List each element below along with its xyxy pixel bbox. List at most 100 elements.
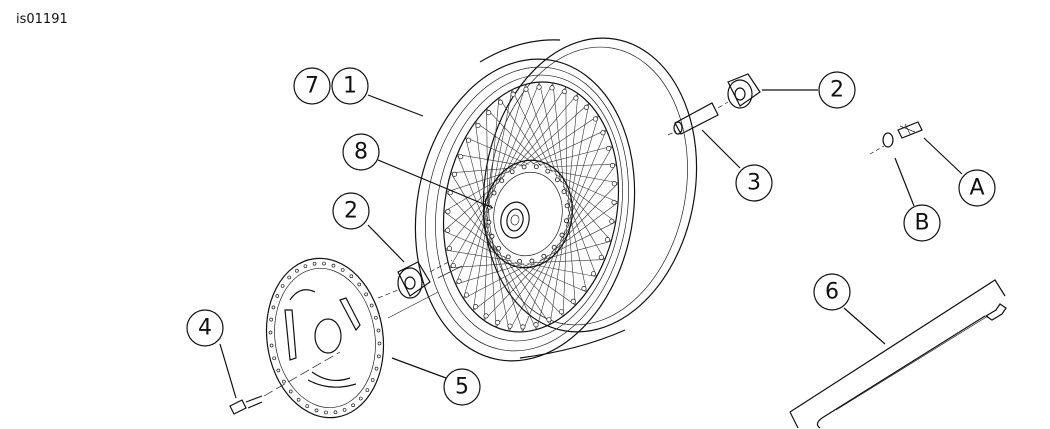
spoke — [519, 102, 590, 167]
spoke-nipple — [507, 323, 513, 329]
hub-holes — [486, 164, 570, 264]
spoke — [538, 145, 613, 166]
disc-hole — [268, 330, 273, 335]
spoke — [494, 245, 523, 332]
spoke — [559, 179, 616, 223]
spoke-nipple — [573, 95, 579, 101]
spoke — [493, 84, 526, 191]
hub-hole — [533, 164, 539, 170]
hub-hole — [521, 164, 527, 170]
disc-hole — [369, 303, 374, 308]
disc-hole — [364, 292, 368, 297]
disc-hole — [377, 341, 382, 346]
spoke — [498, 97, 548, 169]
spoke — [495, 254, 549, 328]
hub-hole — [496, 245, 502, 251]
spoke — [550, 202, 619, 253]
callout-8: 8 — [342, 133, 380, 171]
spoke — [443, 211, 502, 254]
spoke-nipple — [533, 322, 539, 328]
spoke-nipple — [609, 163, 616, 169]
disc-hole — [271, 305, 276, 310]
disc-hole — [288, 389, 293, 394]
disc-hole — [322, 261, 326, 266]
hub-hole — [554, 177, 560, 183]
spoke-nipple — [558, 309, 565, 315]
hub-hole — [499, 178, 505, 184]
disc-hole — [287, 275, 292, 280]
callout-8-label: 8 — [354, 140, 368, 165]
spoke-nipple — [590, 271, 596, 277]
disc-hole — [272, 356, 277, 361]
callout-2-left: 2 — [332, 192, 370, 230]
spoke — [539, 82, 562, 183]
figure-id: is01191 — [16, 12, 68, 27]
leader-lines — [219, 89, 963, 399]
spoke — [497, 81, 540, 184]
spoke — [567, 93, 579, 204]
spoke — [552, 82, 565, 189]
spoke — [455, 263, 524, 285]
callout-4: 4 — [186, 309, 224, 347]
spoke — [472, 261, 537, 312]
spoke — [531, 129, 607, 165]
callout-2-left-label: 2 — [344, 199, 358, 224]
hub-hole — [564, 203, 570, 209]
hub-hole — [491, 190, 497, 196]
spoke-nipple — [583, 104, 589, 110]
spoke — [554, 174, 619, 203]
disc-hole — [275, 294, 280, 298]
spoke — [536, 237, 563, 330]
spoke — [544, 163, 617, 168]
spoke-item — [789, 279, 1007, 429]
spoke — [568, 103, 590, 212]
disc-hole — [269, 317, 274, 322]
spoke-nipple — [466, 137, 472, 143]
spoke — [498, 251, 537, 330]
disc-hole — [351, 403, 355, 408]
callout-6-label: 6 — [825, 280, 839, 305]
spoke — [463, 263, 531, 299]
spoke-nipple — [456, 278, 462, 284]
spoke-nipple — [458, 154, 464, 160]
spoke-nipple — [463, 292, 470, 298]
spoke-nipple — [570, 298, 576, 304]
spoke — [525, 115, 599, 165]
disc-hole — [357, 282, 362, 287]
spoke — [457, 154, 523, 166]
spoke-nipple — [549, 85, 555, 91]
spoke — [513, 93, 579, 170]
spoke — [483, 258, 543, 321]
spoke-nipple — [598, 254, 604, 260]
brake-rotor — [265, 257, 385, 419]
spoke-nipple — [592, 116, 599, 122]
hub-hole — [489, 233, 495, 239]
callout-5-label: 5 — [455, 375, 469, 400]
disc-hole — [331, 263, 336, 268]
disc-hole — [370, 378, 375, 382]
spoke — [525, 84, 558, 177]
callout-A-label: A — [969, 176, 984, 201]
spoke-nipple — [523, 86, 529, 92]
spoke-nipple — [609, 218, 615, 224]
bearing-left — [377, 259, 463, 319]
disc-hole — [269, 343, 274, 348]
spoke-nipple — [473, 304, 479, 310]
spoke — [456, 154, 491, 236]
hub-hole — [551, 244, 557, 250]
spoke — [465, 137, 529, 165]
spoke-nipple — [451, 171, 458, 177]
disc-hole — [376, 328, 381, 333]
disc-hole — [296, 397, 301, 402]
spoke — [450, 172, 494, 243]
spoke — [549, 169, 619, 184]
disc-hole — [295, 268, 299, 273]
callout-3: 3 — [735, 164, 773, 202]
spoke — [502, 82, 554, 179]
rotor-bolt — [229, 351, 341, 415]
hub-hole — [517, 258, 523, 264]
callout-4-label: 4 — [198, 316, 212, 341]
callout-B-label: B — [914, 211, 929, 236]
spoke — [450, 167, 517, 174]
